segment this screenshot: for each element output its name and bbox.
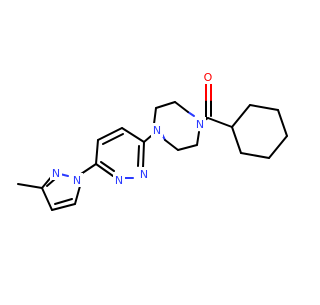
bond bbox=[51, 203, 76, 211]
label-bg bbox=[113, 173, 125, 187]
bond bbox=[95, 163, 114, 177]
bond bbox=[143, 135, 152, 143]
bond bbox=[177, 144, 198, 151]
label-bg bbox=[151, 123, 163, 137]
pyridazine-ring bbox=[95, 127, 145, 179]
bond bbox=[97, 127, 123, 141]
bond bbox=[231, 126, 242, 154]
nitrogen-label: N bbox=[140, 168, 148, 181]
bond bbox=[74, 185, 81, 205]
bond bbox=[277, 109, 288, 137]
bond bbox=[249, 104, 279, 111]
label-bg bbox=[194, 117, 206, 131]
bond bbox=[231, 104, 251, 128]
label-bg bbox=[71, 173, 83, 187]
bond bbox=[153, 107, 157, 125]
bond bbox=[95, 139, 99, 165]
nitrogen-label: N bbox=[153, 124, 161, 137]
atom-labels: O N N N N N N bbox=[50, 70, 214, 187]
bond bbox=[102, 133, 124, 145]
nitrogen-label: N bbox=[196, 118, 204, 131]
bond bbox=[187, 111, 195, 117]
bond bbox=[142, 141, 145, 169]
nitrogen-label: N bbox=[115, 174, 123, 187]
bond bbox=[41, 187, 53, 211]
cyclohexane-ring bbox=[231, 104, 288, 159]
bond bbox=[54, 198, 73, 205]
bond bbox=[164, 139, 179, 151]
label-bg bbox=[138, 167, 150, 181]
bond bbox=[155, 101, 176, 109]
nitrogen-label: N bbox=[52, 167, 60, 180]
methyl-bond bbox=[17, 183, 43, 189]
bond bbox=[137, 145, 140, 167]
label-bg bbox=[50, 166, 62, 180]
bond bbox=[207, 117, 233, 128]
nitrogen-label: N bbox=[73, 174, 81, 187]
oxygen-label: O bbox=[204, 71, 213, 84]
bond bbox=[100, 161, 115, 172]
label-bg bbox=[202, 70, 214, 84]
bond bbox=[268, 135, 288, 159]
carbonyl-group bbox=[205, 82, 212, 119]
molecule-svg: O N N N N N N bbox=[17, 70, 288, 211]
bond bbox=[46, 178, 56, 187]
molecule-diagram: O N N N N N N bbox=[17, 70, 288, 211]
bond bbox=[121, 127, 145, 143]
bond bbox=[174, 101, 189, 113]
bond bbox=[240, 152, 270, 159]
bond bbox=[196, 131, 200, 146]
